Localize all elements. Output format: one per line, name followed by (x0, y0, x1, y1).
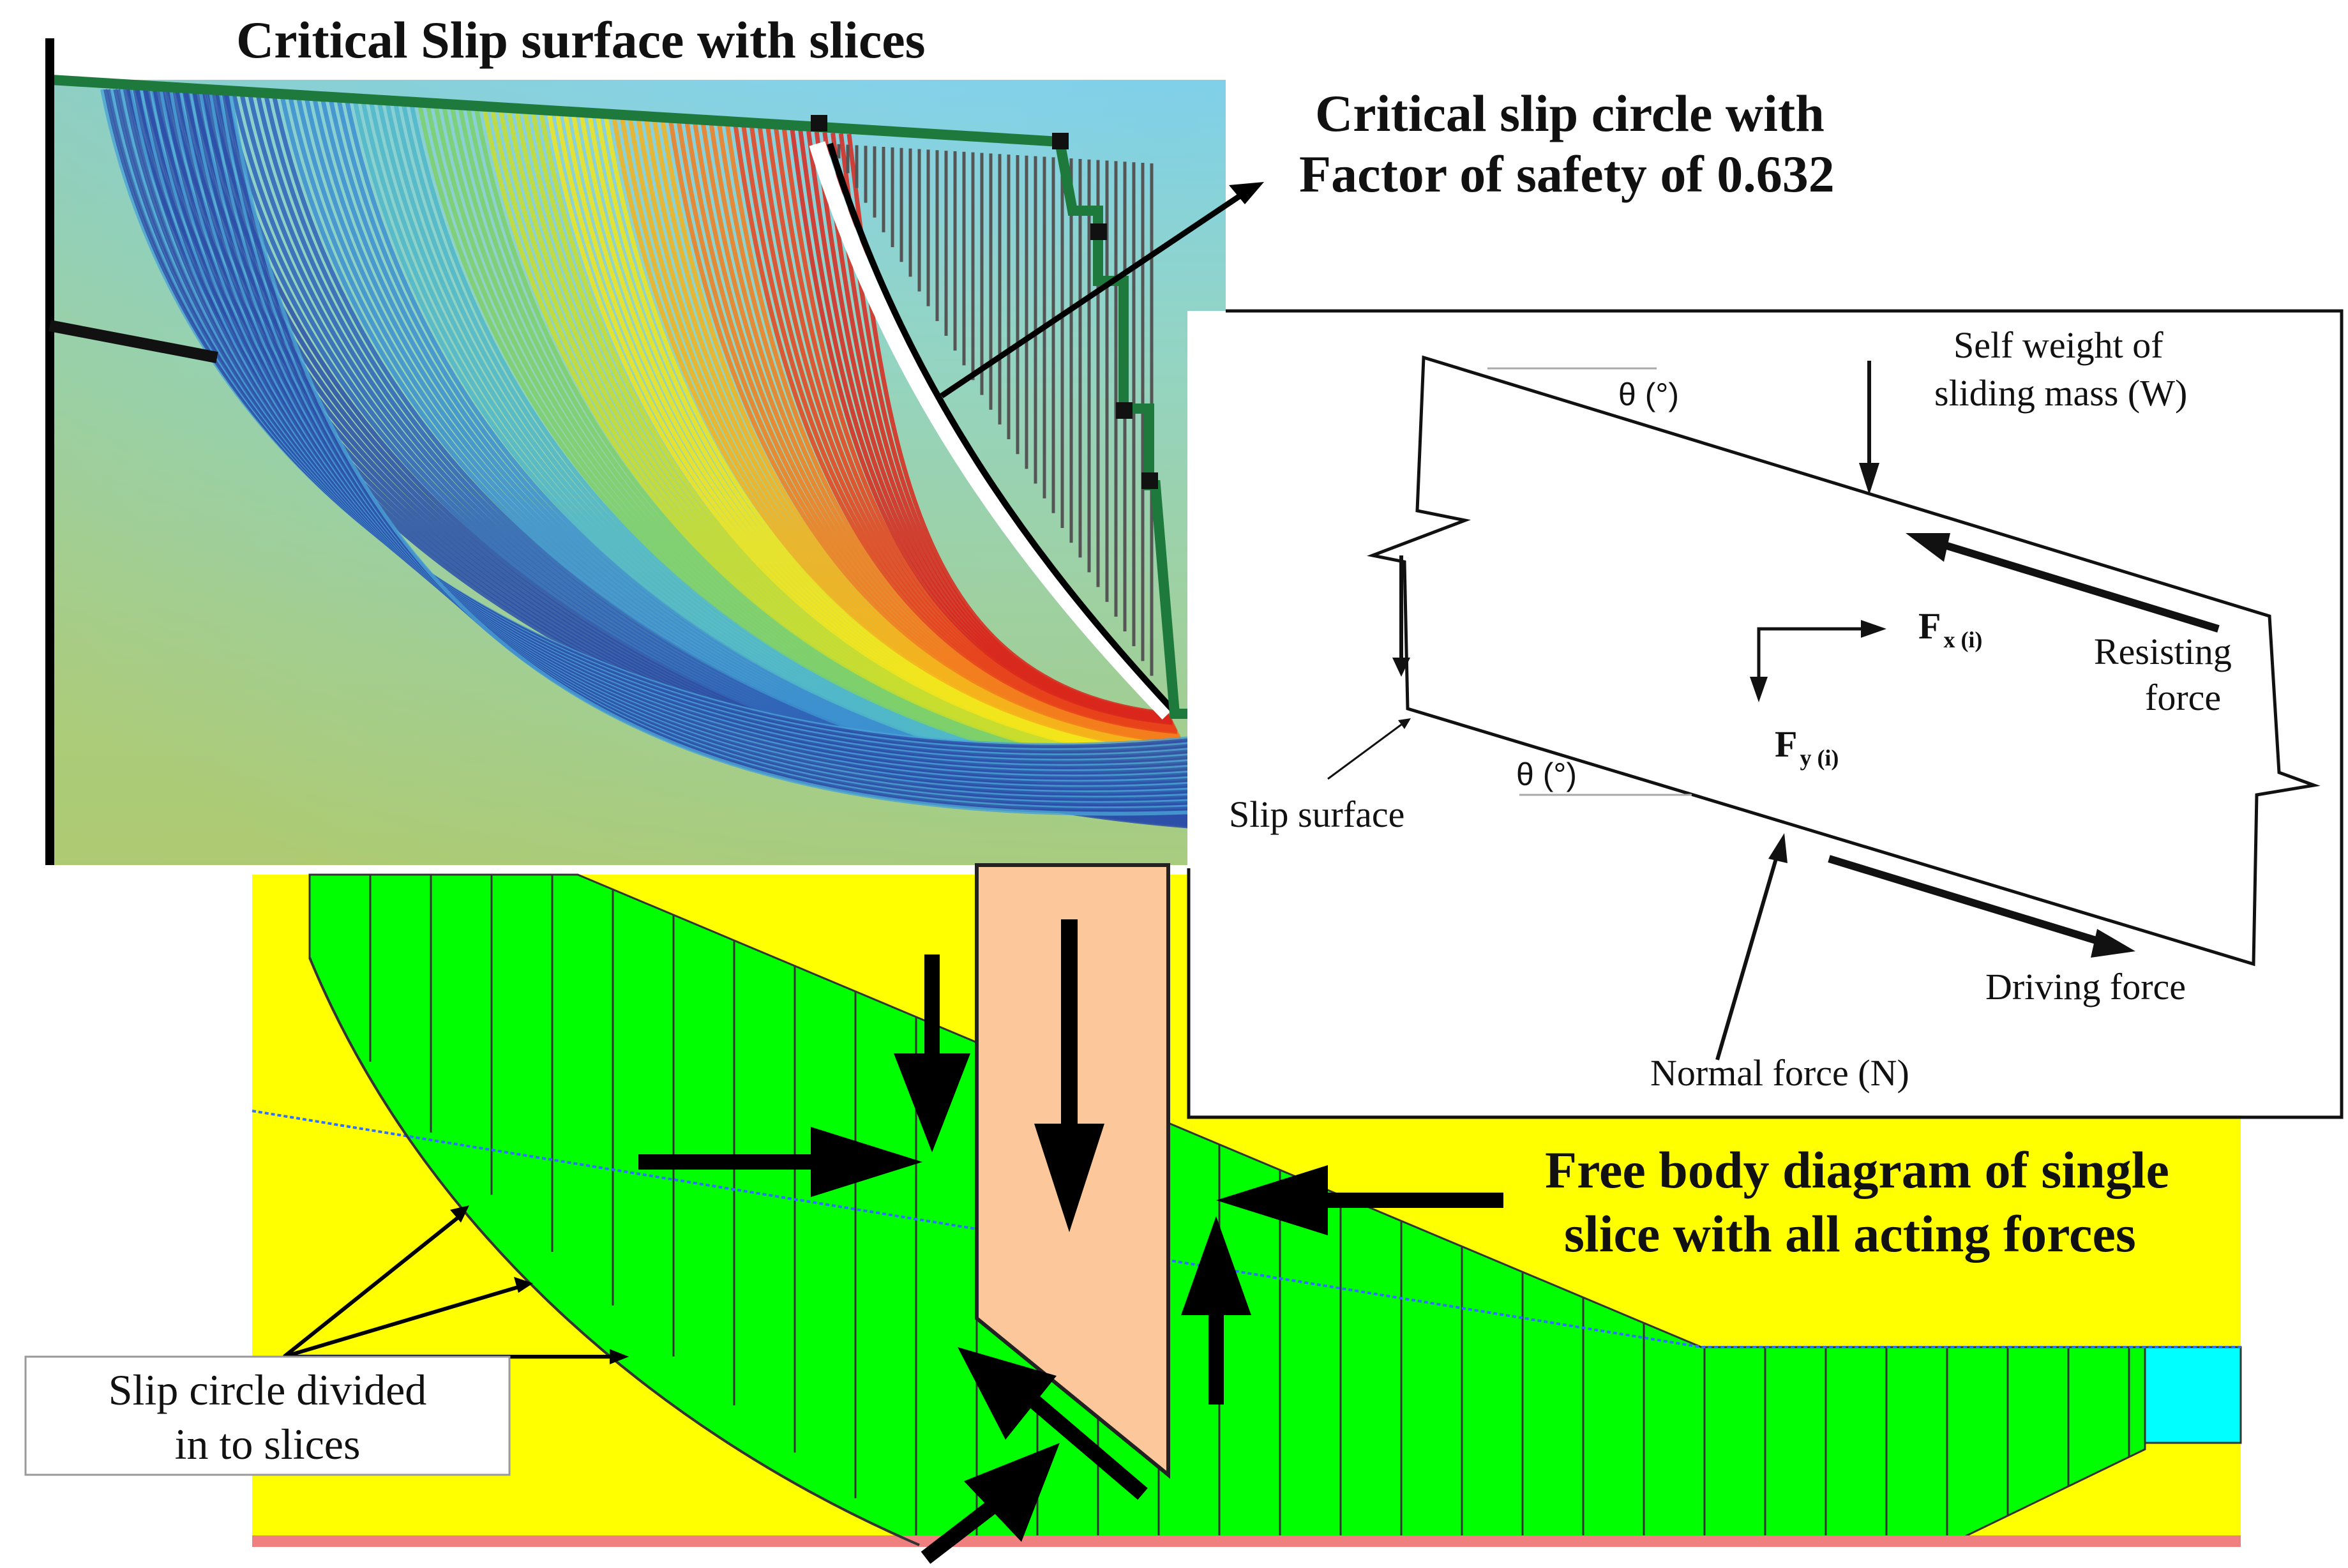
left-thrust-arrow-head (811, 1127, 922, 1197)
fbd-slice-outline (1366, 355, 2321, 967)
critical-circle-line1: Critical slip circle with (1315, 84, 1825, 142)
fbd-axes (1757, 627, 1870, 683)
normal-arrow-head (958, 1347, 1057, 1440)
slices-pointer-3-head (610, 1349, 629, 1364)
fbd-title-line1: Free body diagram of single (1545, 1141, 2169, 1199)
inset-white-fill (1187, 311, 2343, 1115)
fbd-driving-arrow (1828, 855, 2102, 946)
slices-label-line1: Slip circle divided (109, 1366, 427, 1414)
critical-slip-surface-outline (827, 142, 1177, 714)
fbd-fy-arrow-head (1750, 677, 1768, 702)
fbd-resisting-arrow (1946, 542, 2220, 633)
slices-pointer-2-head (514, 1277, 533, 1293)
water-table-line (49, 320, 218, 363)
critical-circle-pointer-head (1229, 182, 1264, 204)
fbd-self-weight-line1: Self weight of (1953, 324, 2164, 366)
slices-pointer-1 (283, 1214, 461, 1359)
phreatic-line (252, 1110, 2241, 1348)
fbd-resisting-line1: Resisting (2094, 631, 2232, 672)
fbd-weight-arrow-head (1859, 463, 1879, 495)
slices-label-line2: in to slices (175, 1420, 361, 1468)
slip-circle-arc (308, 957, 920, 1546)
fbd-self-weight-line2: sliding mass (W) (1934, 372, 2187, 414)
inset-frame (1187, 309, 2344, 1119)
fbd-theta-top: θ (°) (1618, 377, 1679, 412)
fbd-normal-arrow (1715, 852, 1780, 1060)
critical-slip-surface-white (809, 141, 1175, 720)
critical-circle-pointer (940, 192, 1244, 398)
ground-boundary (50, 75, 1226, 719)
slices-callout: Slip circle divided in to slices (24, 1205, 629, 1476)
water-block (2144, 1346, 2242, 1444)
fbd-slip-pointer (1327, 723, 1402, 780)
trial-slip-arcs (100, 82, 1226, 831)
slices-label-box (24, 1355, 511, 1476)
fbd-slip-surface-label: Slip surface (1229, 794, 1404, 835)
normal-arrow-shaft (1029, 1395, 1148, 1500)
fbd-normal-label: Normal force (N) (1650, 1052, 1909, 1094)
fbd-fx-arrow-head (1861, 620, 1886, 638)
slices-pointer-1-head (450, 1205, 469, 1223)
fbd-driving-arrow-head (2091, 929, 2135, 958)
left-shear-arrow-head (894, 1053, 970, 1152)
critical-circle-line2: Factor of safety of 0.632 (1299, 145, 1835, 203)
boundary-markers (811, 115, 1158, 489)
weight-arrow-head (1034, 1124, 1104, 1232)
top-left-title: Critical Slip surface with slices (236, 11, 926, 69)
fbd-inset: Self weight of sliding mass (W) θ (°) θ … (1187, 309, 2344, 1119)
right-shear-arrow-head (1181, 1216, 1251, 1315)
fbd-resisting-arrow-head (1906, 533, 1950, 562)
fbd-title-line2: slice with all acting forces (1564, 1205, 2136, 1263)
base-shear-arrow-head (964, 1443, 1060, 1542)
slice-divisions (369, 875, 2130, 1545)
slip-surface-model (45, 38, 1226, 865)
fbd-driving-label: Driving force (1985, 966, 2186, 1007)
base-layer-pink (252, 1535, 2241, 1547)
fbd-side-arrow-head (1392, 658, 1410, 677)
fbd-resisting-line2: force (2145, 677, 2221, 718)
fbd-slip-pointer-head (1398, 718, 1411, 729)
slices-pointer-2 (283, 1285, 521, 1359)
fbd-theta-bottom: θ (°) (1516, 757, 1577, 792)
right-thrust-arrow-head (1216, 1165, 1328, 1235)
fbd-normal-arrow-head (1768, 833, 1787, 863)
slice-force-arrows (638, 919, 1503, 1564)
trial-slip-arc (228, 89, 1226, 816)
